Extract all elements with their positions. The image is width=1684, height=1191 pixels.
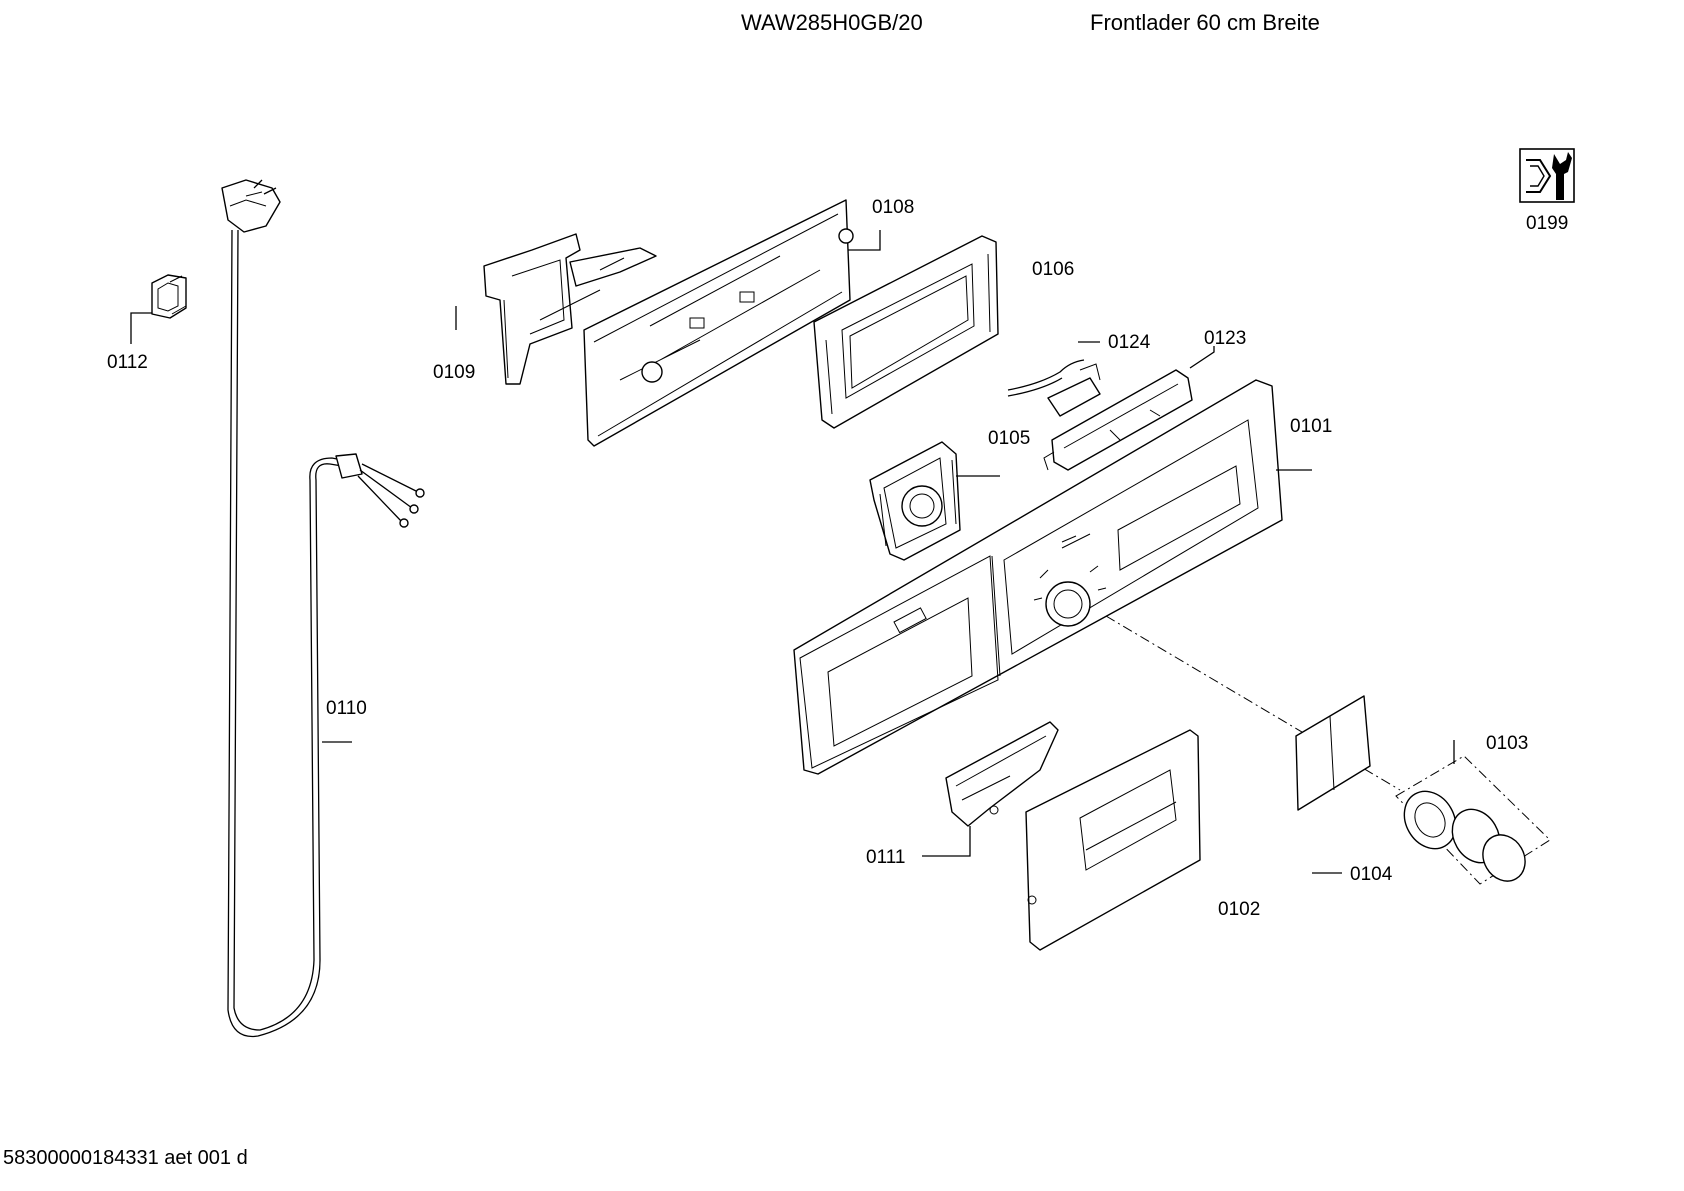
document-id: 58300000184331 aet 001 d xyxy=(3,1147,248,1169)
appliance-description: Frontlader 60 cm Breite xyxy=(1090,10,1320,35)
label-0111: 0111 xyxy=(866,847,905,868)
label-0109: 0109 xyxy=(433,362,475,383)
label-0102: 0102 xyxy=(1218,899,1260,920)
model-number: WAW285H0GB/20 xyxy=(741,10,923,35)
part-0111-drawer-insert[interactable] xyxy=(945,721,1059,827)
part-0108-electronic-module[interactable] xyxy=(583,199,854,447)
label-0105: 0105 xyxy=(988,428,1030,449)
part-0101-control-panel[interactable] xyxy=(793,379,1283,775)
part-0110-mains-cable[interactable] xyxy=(221,179,425,1038)
part-0106-display-frame[interactable] xyxy=(813,235,999,429)
label-0124: 0124 xyxy=(1108,332,1151,353)
label-0110: 0110 xyxy=(326,698,367,719)
part-0102-drawer-handle[interactable] xyxy=(1025,729,1201,951)
label-0101: 0101 xyxy=(1290,416,1332,437)
part-0105-rotary-selector[interactable] xyxy=(869,441,961,561)
part-0109-holder-bracket[interactable] xyxy=(483,233,657,385)
part-0112-cable-clip[interactable] xyxy=(151,274,187,319)
label-0108: 0108 xyxy=(872,197,914,218)
label-0199: 0199 xyxy=(1526,213,1568,234)
part-0103-knob-kit[interactable] xyxy=(1394,755,1551,889)
part-0104-display-foil[interactable] xyxy=(1295,695,1371,811)
label-0123: 0123 xyxy=(1204,328,1246,349)
label-0106: 0106 xyxy=(1032,259,1074,280)
wrench-nut-icon[interactable] xyxy=(1519,148,1575,203)
label-0103: 0103 xyxy=(1486,733,1528,754)
label-0112: 0112 xyxy=(107,352,148,373)
part-0124-sensor[interactable] xyxy=(1007,359,1101,417)
label-0104: 0104 xyxy=(1350,864,1393,885)
part-0123-light-guide[interactable] xyxy=(1043,369,1193,471)
